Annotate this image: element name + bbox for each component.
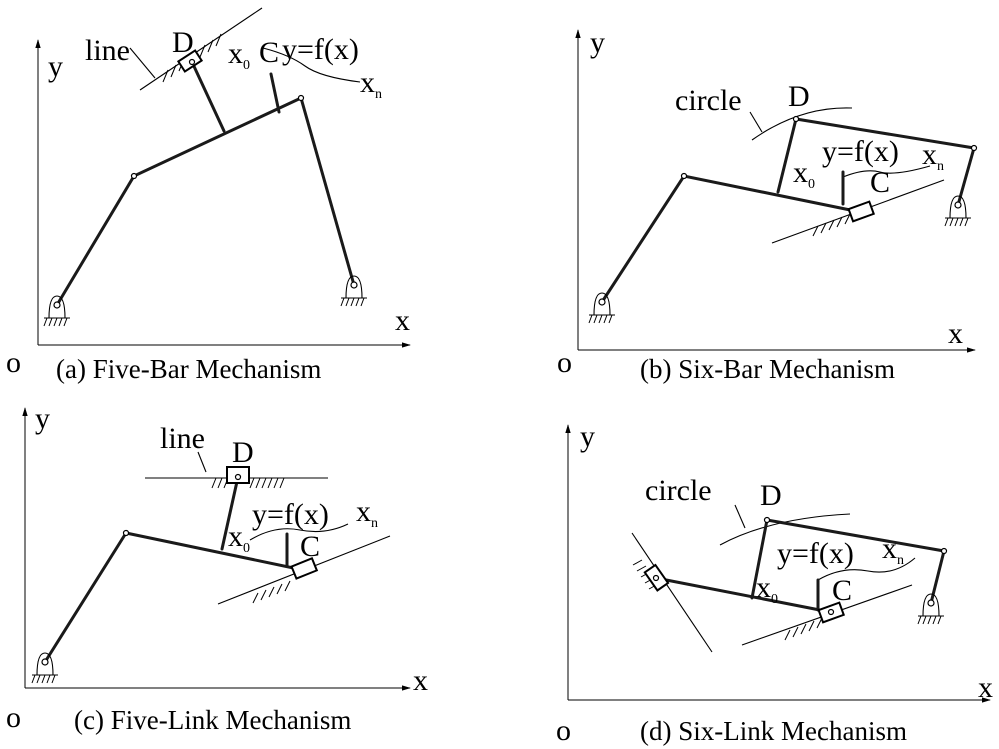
ground-pivot <box>588 292 615 324</box>
point-c-label: C <box>300 530 320 563</box>
joint <box>122 529 130 537</box>
point-d-label: D <box>232 436 254 469</box>
origin-label: o <box>557 346 572 379</box>
joint <box>940 547 948 555</box>
joint <box>130 172 138 180</box>
joint <box>234 473 242 481</box>
joint <box>188 58 196 66</box>
y-axis-label: y <box>48 50 63 83</box>
function-label: y=f(x) <box>822 135 899 168</box>
x-end-label: xn <box>922 138 944 174</box>
joint <box>970 144 978 152</box>
guide-hatch <box>812 213 851 237</box>
panel-caption: (d) Six-Link Mechanism <box>640 716 907 746</box>
x-axis-label: x <box>978 671 993 704</box>
ground-pivot <box>31 652 58 684</box>
guide-leader <box>197 451 207 473</box>
x-axis-label: x <box>395 304 410 337</box>
function-label: y=f(x) <box>777 537 854 570</box>
joint <box>680 172 688 180</box>
ground-pivot <box>340 275 367 307</box>
x-axis-label: x <box>948 317 963 350</box>
panel-caption: (b) Six-Bar Mechanism <box>640 354 895 384</box>
x-end-label: xn <box>356 495 378 531</box>
guide-line <box>139 7 263 91</box>
linkage-top <box>776 117 976 207</box>
x-start-label: x0 <box>793 156 815 192</box>
origin-label: o <box>6 701 21 734</box>
panel-a: y x o line D x0 C y=f(x) xn <box>6 7 411 384</box>
x-start-label: x0 <box>228 37 250 73</box>
origin-label: o <box>556 714 571 747</box>
guide-leader <box>749 111 763 133</box>
ground-pivot <box>43 295 70 327</box>
function-label: y=f(x) <box>252 498 329 531</box>
guide-label: circle <box>675 84 742 117</box>
slider-c <box>290 557 319 580</box>
x-end-label: xn <box>882 532 904 568</box>
joint <box>297 94 305 102</box>
point-c-label: C <box>259 36 279 69</box>
guide-leader <box>734 504 746 529</box>
y-axis-label: y <box>580 420 595 453</box>
joint <box>652 574 660 582</box>
joint <box>792 115 800 123</box>
slider-c <box>847 200 876 223</box>
point-d-label: D <box>760 479 782 512</box>
ground-pivot <box>917 593 944 625</box>
function-label: y=f(x) <box>282 33 359 66</box>
point-c-label: C <box>870 166 890 199</box>
function-curve <box>262 47 361 83</box>
linkage <box>55 95 356 307</box>
panel-caption: (c) Five-Link Mechanism <box>74 705 351 735</box>
function-curve <box>817 557 916 581</box>
x-axis-label: x <box>413 664 428 697</box>
origin-label: o <box>6 346 21 379</box>
ground-pivot <box>944 195 971 227</box>
joint <box>827 608 835 616</box>
linkage-top <box>750 518 946 605</box>
x-start-label: x0 <box>228 520 250 556</box>
function-curve <box>249 523 349 541</box>
guide-label: circle <box>645 474 712 507</box>
guide-arc <box>751 107 853 141</box>
linkage <box>654 576 832 614</box>
panel-b: y x o circle D x0 y=f(x) xn C <box>557 26 978 384</box>
joint <box>763 516 771 524</box>
function-curve <box>842 165 931 178</box>
link-d <box>190 60 226 133</box>
point-d-label: D <box>788 80 810 113</box>
panel-caption: (a) Five-Bar Mechanism <box>56 354 321 384</box>
guide-hatch <box>784 617 823 641</box>
link-c <box>269 72 281 114</box>
guide-leader <box>129 47 156 79</box>
linkage <box>600 174 862 304</box>
guide-line-left <box>631 532 713 653</box>
linkage <box>43 531 305 664</box>
panel-c: y x o line D x0 y=f(x) xn C <box>6 402 428 735</box>
y-axis-label: y <box>590 26 605 59</box>
y-axis-label: y <box>35 402 50 435</box>
guide-arc <box>719 513 851 546</box>
guide-hatch <box>252 580 291 604</box>
guide-label: line <box>85 34 130 67</box>
x-start-label: x0 <box>756 571 778 607</box>
point-c-label: C <box>832 574 852 607</box>
link-d <box>220 475 240 551</box>
panel-d: y x o circle D x0 y=f(x) xn C <box>556 420 993 747</box>
point-d-label: D <box>172 26 194 59</box>
x-end-label: xn <box>360 66 382 102</box>
guide-label: line <box>160 422 205 455</box>
